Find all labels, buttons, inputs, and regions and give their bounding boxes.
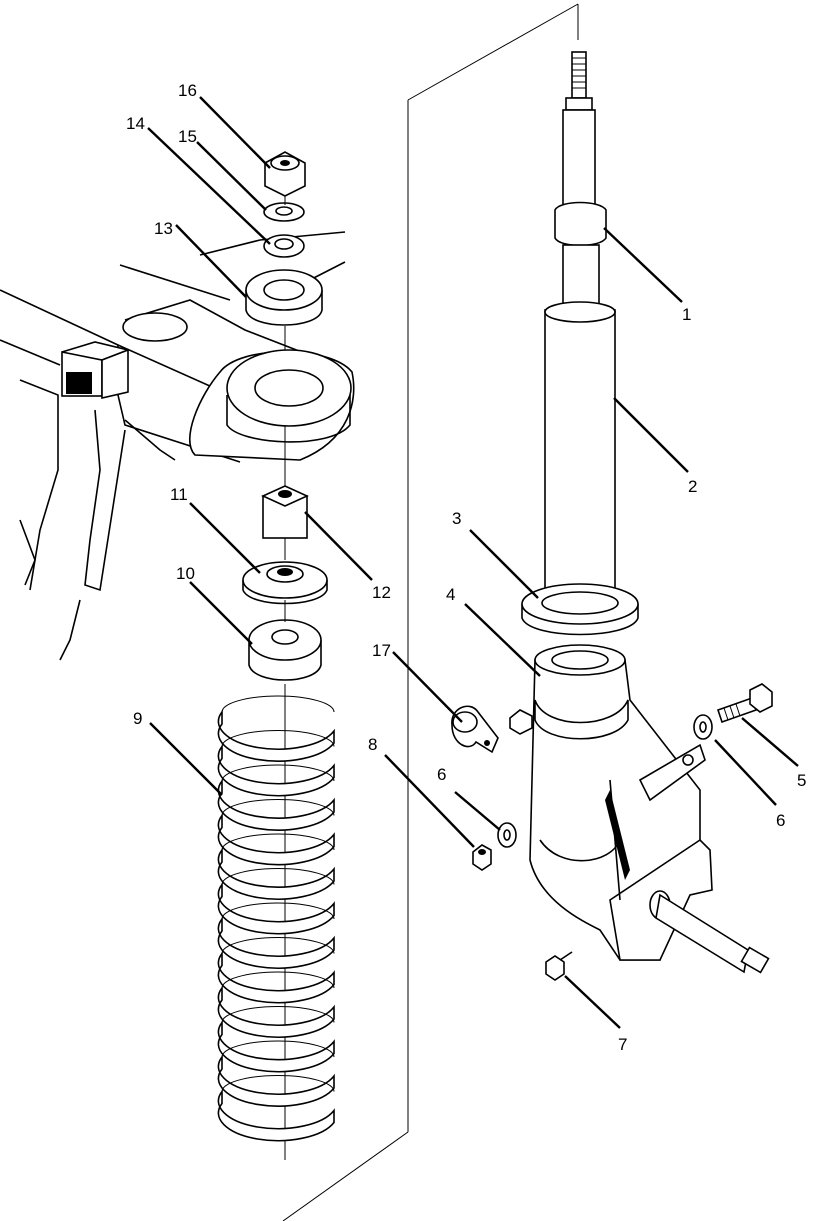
spring-coil-back — [221, 833, 335, 851]
washer-14 — [263, 234, 305, 258]
spring-coil-back — [221, 730, 335, 747]
spring-coil-front — [217, 1054, 335, 1107]
callout-5: 5 — [797, 771, 806, 790]
boundary-lines — [282, 3, 579, 1221]
bushing-13 — [245, 269, 323, 326]
callout-1: 1 — [682, 305, 691, 324]
spring-coil-back — [221, 799, 335, 816]
callout-14: 14 — [126, 114, 145, 133]
washer-6-left — [497, 822, 517, 848]
spring-coil-front — [217, 778, 335, 831]
nut-8 — [472, 844, 492, 871]
frame-arm — [0, 231, 355, 661]
callout-8: 8 — [368, 735, 377, 754]
spring-coil-front — [217, 847, 335, 900]
spring-coil-front — [217, 951, 335, 1004]
callout-3: 3 — [452, 509, 461, 528]
spring-coil-front — [217, 744, 335, 797]
bolt-top-housing — [509, 709, 533, 735]
spring-seat-3 — [521, 583, 639, 636]
callout-13: 13 — [154, 219, 173, 238]
callout-9: 9 — [133, 709, 142, 728]
leader-lines — [147, 96, 799, 1029]
callout-15: 15 — [178, 127, 197, 146]
strut-rod-1 — [554, 51, 607, 308]
spring-coil-front — [217, 1020, 335, 1073]
callout-12: 12 — [372, 583, 391, 602]
spindle-housing-4 — [529, 644, 770, 974]
spring-coil-back — [221, 902, 335, 920]
spring-coil-back — [221, 937, 335, 954]
nut-16 — [264, 151, 306, 197]
washer-6-right — [693, 714, 713, 740]
spring-coil-front — [217, 985, 335, 1038]
spring-coil-back — [221, 971, 335, 989]
spring-coil-back — [221, 695, 335, 713]
spring-coil-back — [221, 764, 335, 782]
spring-coil-front — [217, 709, 335, 762]
callout-7: 7 — [618, 1035, 627, 1054]
spring-coil-back — [221, 868, 335, 885]
spacer-12 — [261, 485, 309, 539]
spring-coil-back — [221, 1075, 335, 1092]
strut-body-2 — [544, 301, 616, 601]
spring-coil-front — [217, 882, 335, 935]
callout-10: 10 — [176, 564, 195, 583]
callout-4: 4 — [446, 585, 455, 604]
callout-11: 11 — [170, 485, 188, 504]
callout-17: 17 — [372, 641, 391, 660]
bushing-10 — [248, 619, 322, 681]
bolt-7 — [545, 951, 573, 981]
spring-coil-back — [221, 1006, 335, 1023]
clamp-17 — [451, 705, 499, 754]
callout-2: 2 — [688, 477, 697, 496]
spring-coil-front — [217, 813, 335, 866]
washer-15 — [263, 202, 305, 222]
bolt-5 — [716, 683, 773, 724]
coil-spring-9 — [217, 695, 335, 1142]
spring-coil-back — [221, 1040, 335, 1058]
callout-labels: 1 2 3 4 5 6 6 7 8 9 10 11 12 13 14 15 16… — [126, 81, 806, 1054]
cup-washer-11 — [242, 561, 328, 605]
spring-coil-front — [217, 1089, 335, 1142]
callout-6-left: 6 — [437, 765, 446, 784]
callout-6-right: 6 — [776, 811, 785, 830]
callout-16: 16 — [178, 81, 197, 100]
spring-coil-front — [217, 916, 335, 969]
